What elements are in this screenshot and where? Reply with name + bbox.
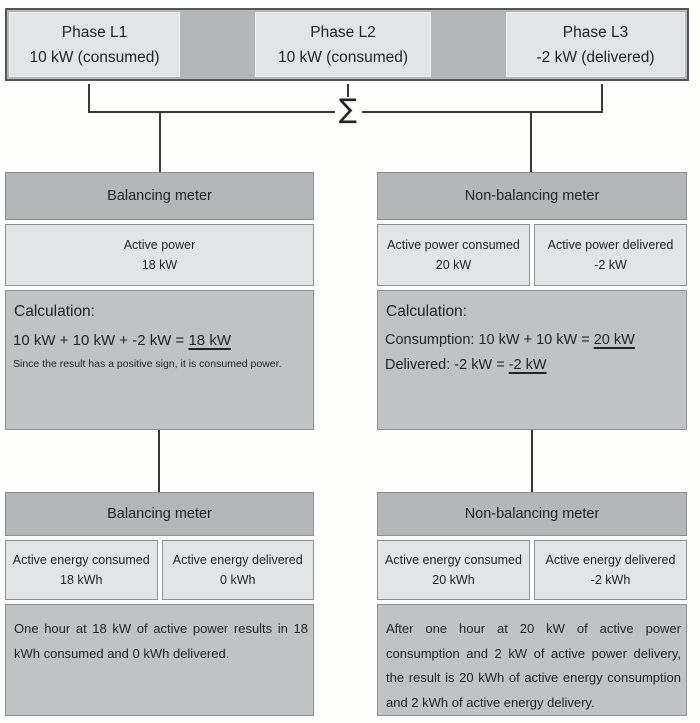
equation-lhs: Consumption: 10 kW + 10 kW = [385,332,594,348]
active-energy-delivered-value: -2 kWh [590,573,631,587]
active-energy-consumed-cell: Active energy consumed 18 kWh [5,540,158,600]
active-power-label: Active power [123,238,196,252]
equation-lhs: Delivered: -2 kW = [385,357,509,373]
balancing-power-calculation: Calculation: 10 kW + 10 kW + -2 kW = 18 … [5,290,314,430]
phase-l1-title: Phase L1 [61,23,128,41]
equation-lhs: 10 kW + 10 kW + -2 kW = [13,332,189,349]
phase-summary-bar: Phase L1 10 kW (consumed) Phase L2 10 kW… [5,8,689,81]
connector-horizontal-right [362,111,603,113]
active-energy-delivered-cell: Active energy delivered 0 kWh [161,540,314,600]
active-energy-consumed-label: Active energy consumed [385,553,522,567]
active-power-delivered-label: Active power delivered [547,238,674,252]
connector-balancing-energy [158,430,160,492]
active-power-delivered-cell: Active power delivered -2 kW [534,224,687,286]
calculation-heading: Calculation: [14,303,95,320]
active-energy-delivered-label: Active energy delivered [172,553,303,567]
balancing-energy-description-panel: One hour at 18 kW of active power result… [5,604,314,716]
connector-non-balancing-energy [531,430,533,492]
active-power-consumed-cell: Active power consumed 20 kW [377,224,530,286]
delivered-equation: Delivered: -2 kW = -2 kW [385,357,681,373]
balancing-energy-meter-title: Balancing meter [5,492,314,536]
non-balancing-energy-meter-title: Non-balancing meter [377,492,687,536]
phase-l1-value: 10 kW (consumed) [29,48,160,66]
balancing-energy-description: One hour at 18 kW of active power result… [14,621,308,661]
balancing-energy-cells: Active energy consumed 18 kWh Active ene… [5,540,314,600]
non-balancing-power-meter-title: Non-balancing meter [377,172,687,220]
calculation-heading: Calculation: [386,303,467,320]
balancing-power-cells: Active power 18 kW [5,224,314,286]
balancing-energy-meter-box: Balancing meter Active energy consumed 1… [5,492,314,716]
non-balancing-power-cells: Active power consumed 20 kW Active power… [377,224,687,286]
equation-result: 20 kW [593,332,635,348]
connector-phase-l1 [88,84,90,113]
active-power-delivered-value: -2 kW [594,258,627,272]
active-energy-consumed-cell: Active energy consumed 20 kWh [377,540,530,600]
phase-l3-value: -2 kW (delivered) [536,48,655,66]
sum-sigma-icon: ∑ [338,94,358,125]
phase-l2-box: Phase L2 10 kW (consumed) [255,12,431,77]
active-energy-delivered-label: Active energy delivered [545,553,676,567]
phase-l3-box: Phase L3 -2 kW (delivered) [506,12,685,77]
phase-l2-title: Phase L2 [310,23,376,41]
non-balancing-power-meter-box: Non-balancing meter Active power consume… [377,172,687,430]
active-energy-consumed-value: 20 kWh [432,573,475,587]
balancing-power-meter-title: Balancing meter [5,172,314,220]
equation-result: 18 kW [188,332,231,349]
non-balancing-power-calculation: Calculation: Consumption: 10 kW + 10 kW … [377,290,687,430]
active-energy-consumed-label: Active energy consumed [12,553,150,567]
phase-l2-value: 10 kW (consumed) [277,48,409,66]
balancing-power-meter-box: Balancing meter Active power 18 kW Calcu… [5,172,314,430]
active-power-consumed-value: 20 kW [435,258,472,272]
connector-phase-l2 [347,84,349,97]
non-balancing-energy-meter-box: Non-balancing meter Active energy consum… [377,492,687,716]
active-power-cell: Active power 18 kW [5,224,314,286]
connector-horizontal-left [88,111,335,113]
non-balancing-energy-cells: Active energy consumed 20 kWh Active ene… [377,540,687,600]
phase-l3-title: Phase L3 [562,23,629,41]
phase-l1-box: Phase L1 10 kW (consumed) [9,12,180,77]
active-energy-delivered-cell: Active energy delivered -2 kWh [534,540,687,600]
connector-to-balancing-meter [159,111,161,172]
balancing-note: Since the result has a positive sign, it… [13,358,282,370]
non-balancing-energy-description-panel: After one hour at 20 kW of active power … [377,604,687,716]
non-balancing-energy-description: After one hour at 20 kW of active power … [386,621,681,710]
active-power-value: 18 kW [141,258,178,272]
connector-phase-l3 [601,84,603,113]
equation-result: -2 kW [508,357,547,373]
connector-to-non-balancing-meter [530,111,532,172]
consumption-equation: Consumption: 10 kW + 10 kW = 20 kW [385,332,681,348]
active-power-consumed-label: Active power consumed [387,238,520,252]
active-energy-delivered-value: 0 kWh [220,573,256,587]
active-energy-consumed-value: 18 kWh [60,573,103,587]
balancing-equation: 10 kW + 10 kW + -2 kW = 18 kW [13,332,308,349]
